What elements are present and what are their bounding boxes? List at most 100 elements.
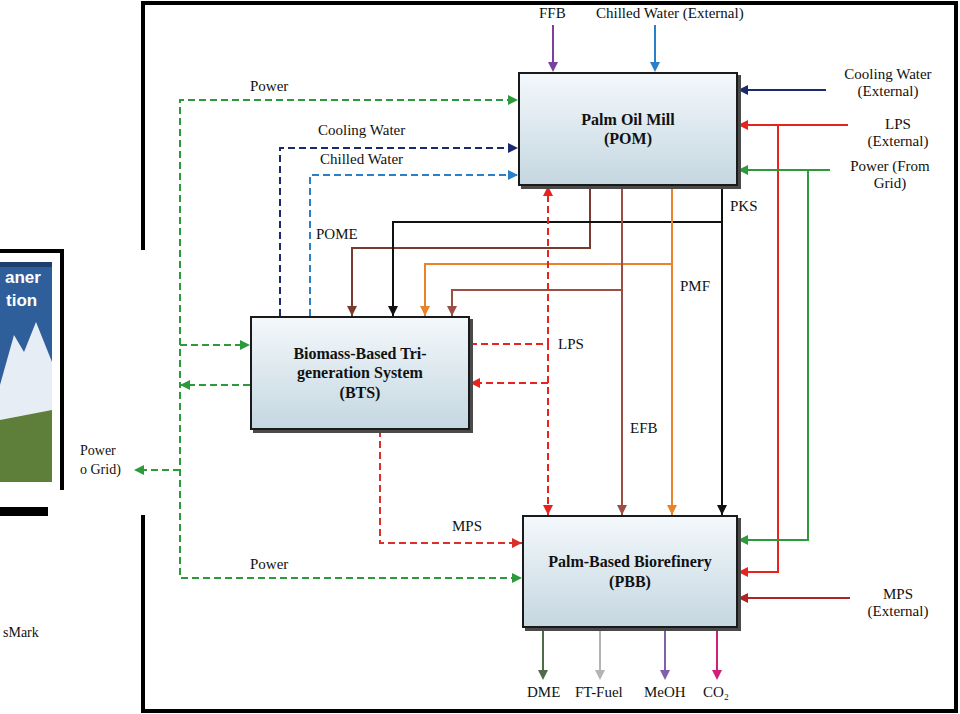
arrowhead	[548, 62, 558, 72]
connector-label: MPS	[450, 518, 484, 535]
inset-bar	[0, 507, 48, 516]
flow-line	[716, 630, 718, 671]
frame-edge	[141, 1, 958, 5]
connector-label: EFB	[628, 420, 660, 437]
label-box: MPS (External)	[856, 586, 940, 621]
label-box: MeOH	[644, 684, 686, 701]
label-box: Cooling Water (External)	[832, 66, 944, 101]
connector-label: Power	[248, 78, 290, 95]
power-bus	[143, 469, 180, 471]
flow-connector	[470, 186, 548, 344]
arrowhead	[738, 535, 748, 545]
flow-line	[747, 169, 830, 171]
frame-edge	[954, 3, 958, 712]
cover-band	[0, 262, 52, 267]
frame-edge	[141, 3, 145, 250]
flow-line	[542, 630, 544, 671]
power-bus	[180, 344, 241, 346]
connector-label: Cooling Water	[316, 122, 407, 139]
connector-label: PMF	[678, 278, 712, 295]
flow-connector	[671, 186, 673, 515]
flow-label: sMark	[3, 625, 39, 640]
connector-label: LPS	[556, 336, 586, 353]
connector-label: Chilled Water	[318, 151, 405, 168]
connector-label: PKS	[728, 198, 760, 215]
flow-label: FT-Fuel	[575, 684, 623, 700]
connector-label: POME	[314, 226, 360, 243]
main-frame	[141, 3, 958, 712]
label-box: tion	[6, 291, 37, 311]
frame-edge	[141, 515, 145, 712]
flow-label: MPS (External)	[868, 586, 929, 619]
process-box: Biomass-Based Tri- generation System (BT…	[250, 316, 470, 430]
arrowhead	[660, 670, 670, 680]
arrowhead	[738, 85, 748, 95]
flow-label: Cooling Water (External)	[844, 66, 931, 99]
label-box: aner	[5, 268, 41, 288]
arrowhead	[134, 465, 144, 475]
flow-label: DME	[527, 684, 560, 700]
label-box: CO₂	[703, 684, 729, 701]
cover-meadow	[0, 410, 52, 482]
arrowhead	[240, 340, 250, 350]
connector-label: Power	[248, 556, 290, 573]
arrowhead	[738, 567, 748, 577]
cover-mountain	[0, 322, 52, 420]
flow-label: MeOH	[644, 684, 686, 700]
flow-line	[747, 89, 826, 91]
label-box: Chilled Water (External)	[596, 5, 744, 22]
process-box: Palm-Based Biorefinery (PBB)	[522, 515, 738, 628]
flow-connector	[380, 430, 522, 543]
label-box: FT-Fuel	[575, 684, 623, 701]
flow-line	[747, 125, 778, 572]
label-box: DME	[527, 684, 560, 701]
flow-line	[747, 170, 808, 540]
flow-connector	[470, 344, 548, 515]
flow-line	[747, 124, 848, 126]
flow-line	[664, 630, 666, 671]
flow-label: Power	[80, 443, 116, 458]
flow-connector	[310, 175, 518, 316]
flow-line	[654, 25, 656, 63]
box-title: Palm Oil Mill (POM)	[568, 110, 688, 148]
flow-connector	[352, 186, 590, 316]
arrowhead	[738, 593, 748, 603]
inset-border	[0, 251, 62, 490]
flow-label: aner	[5, 268, 41, 287]
label-box: LPS (External)	[856, 116, 940, 151]
flow-label: tion	[6, 291, 37, 310]
flow-line	[747, 597, 850, 599]
flow-label: FFB	[539, 5, 566, 21]
flow-connector	[470, 383, 548, 515]
label-box: o Grid)	[80, 462, 121, 478]
cover-ground	[0, 262, 52, 482]
label-box: Power	[80, 443, 116, 459]
flow-label: Power (From Grid)	[850, 158, 930, 191]
arrowhead	[712, 670, 722, 680]
label-box: sMark	[3, 625, 39, 641]
flow-line	[552, 25, 554, 63]
box-title: Palm-Based Biorefinery (PBB)	[540, 552, 720, 590]
frame-edge	[141, 709, 958, 713]
flow-label: Chilled Water (External)	[596, 5, 744, 21]
label-box: Power (From Grid)	[840, 158, 940, 193]
process-box: Palm Oil Mill (POM)	[518, 72, 738, 186]
flow-connector	[721, 186, 723, 515]
flow-label: LPS (External)	[868, 116, 929, 149]
flow-connector	[452, 186, 622, 316]
journal-cover	[0, 262, 52, 482]
arrowhead	[738, 120, 748, 130]
arrowhead	[650, 62, 660, 72]
flow-label: CO₂	[703, 684, 729, 700]
arrowhead	[538, 670, 548, 680]
arrowhead	[595, 670, 605, 680]
flow-label: o Grid)	[80, 462, 121, 477]
label-box: FFB	[539, 5, 566, 22]
box-title: Biomass-Based Tri- generation System (BT…	[285, 344, 435, 402]
arrowhead	[738, 165, 748, 175]
flow-connector	[621, 186, 623, 515]
external-flows	[134, 25, 850, 680]
